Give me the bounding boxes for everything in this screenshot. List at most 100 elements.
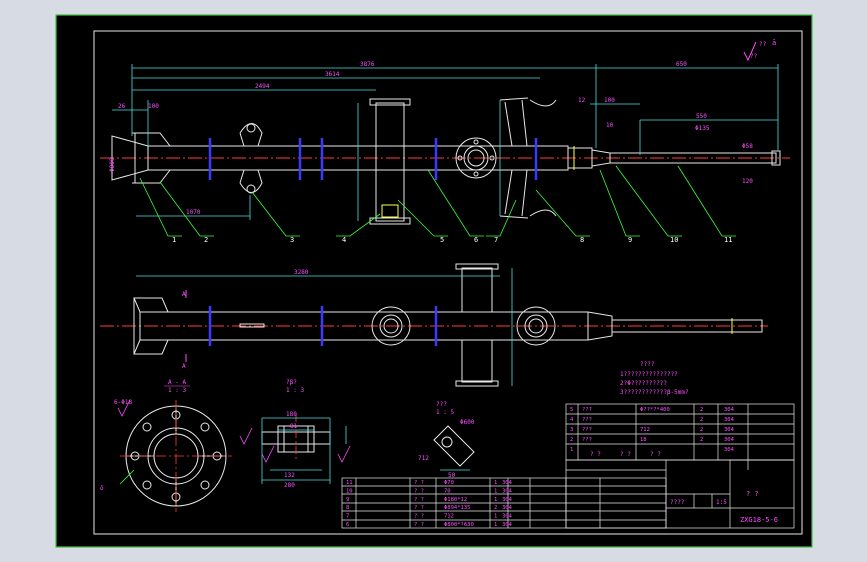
bom-cell: ??? [582,437,592,443]
view2-title: ?β? [286,379,297,386]
dim-81: 81 [290,423,298,430]
part-num-2: 2 [204,236,208,244]
bom-cell: 712 [640,427,650,433]
roughness-symbol: ?? ?? ā [743,39,776,62]
part-num-8: 8 [580,236,584,244]
dim-phi135: Φ135 [695,125,710,132]
title-r1: ? ? [590,451,601,458]
curved-outlet [504,99,557,217]
part-num-9: 9 [628,236,632,244]
bom-table-right [565,403,795,461]
bom-cell: 304 [724,447,735,453]
bom-cell: 304 [502,480,513,486]
bom-cell: ? ? [414,505,424,511]
title-scale: 1:5 [716,499,727,506]
bom-cell: 1 [494,497,497,503]
bom-cell: 3 [570,427,573,433]
dim-120: 120 [742,178,753,185]
plan-flange-right [516,306,556,346]
dim-100b: 100 [604,97,615,104]
bom-cell: 9 [346,497,349,503]
view3-scale: 1 : 5 [436,409,454,416]
bom-cell: 7 [346,514,349,520]
bom-cell: 304 [724,407,735,413]
bom-cell: 1 [570,447,573,453]
bom-cell: 1 [494,480,497,486]
bom-cell: 2 [700,407,703,413]
bom-cell: 1 [494,514,497,520]
bom-cell: ? ? [414,480,424,486]
technical-notes: ???? 1??????????????? 2?Φ?????????? 3???… [620,361,689,396]
bom-cell: 18 [640,437,647,443]
bom-cell: Φ70 [444,480,454,486]
view2-scale: 1 : 3 [286,387,304,394]
part-leaders [139,165,736,237]
bom-cell: 2 [700,437,703,443]
dim-phi800: Φ800 [109,157,116,172]
dim-2494: 2494 [255,83,270,90]
drawing-paper [56,15,812,547]
bom-cell: 304 [724,437,735,443]
bom-cell: ? ? [414,514,424,520]
outer-frame [55,14,813,548]
corner-ra-text: ?? [750,53,758,60]
bom-cell: ? ? [414,497,424,503]
left-inlet-cone [111,135,149,181]
plan-pipe [139,311,589,341]
bom-cell: 8 [346,505,349,511]
bom-cell: 1 [494,522,497,528]
svg-text:ā: ā [772,39,776,47]
notes-line-3: 3????????????β-5mm? [620,389,689,396]
part-num-6: 6 [474,236,478,244]
dim-132: 132 [284,472,295,479]
plan-view [100,263,768,387]
drawing-number: ZXG18-5-6 [740,516,778,524]
dim-280: 280 [284,482,295,489]
part-num-5: 5 [440,236,444,244]
bom-cell: 304 [502,522,513,528]
bom-cell: 10 [346,488,353,494]
bom-table-bottom [341,477,667,529]
bom-cell: 2 [700,427,703,433]
bom-cell: 11 [346,480,353,486]
dim-100: 100 [148,103,159,110]
bom-cell: ??? [582,427,592,433]
bom-cell: 1 [494,488,497,494]
svg-text:6-Φ18: 6-Φ18 [114,399,132,406]
dim-26: 26 [118,103,126,110]
bom-cell: 304 [502,505,513,511]
bom-cell: 2 [494,505,497,511]
flange-section-view: ?β? 1 : 3 180 81 132 280 [239,379,351,489]
bom-cell: Φ894*135 [444,505,471,511]
part-num-3: 3 [290,236,294,244]
notes-line-2: 2?Φ?????????? [620,380,667,387]
title-qty-label: ???? [670,499,685,506]
small-detail-view: ??? 1 : 5 50 712 Φ600 [418,401,475,479]
dim-12: 12 [578,97,586,104]
bom-cell: 304 [502,497,513,503]
main-view [100,97,790,225]
dim-10: 10 [606,122,614,129]
bom-cell: ? ? [414,488,424,494]
bom-cell: 2 [570,437,573,443]
bom-cell: 70 [444,488,451,494]
part-num-1: 1 [172,236,176,244]
dim-180: 180 [286,411,297,418]
section-aa-view: A - A 1 : 3 6-Φ18 ō [100,379,232,512]
section-aa-scale: 1 : 3 [168,387,186,394]
part-num-4: 4 [342,236,346,244]
bom-cell: 5 [570,407,573,413]
bom-cell: 712 [444,514,454,520]
bom-cell: 6 [346,522,349,528]
bom-cell: ??? [582,407,592,413]
vertical-tee [375,102,405,222]
bom-cell: 304 [724,417,735,423]
outlet-pipe [609,152,777,164]
bom-cell: Φ180*12 [444,497,467,503]
dim-3876: 3876 [360,61,375,68]
bom-cell: ? ? [414,522,424,528]
dim-650: 650 [676,61,687,68]
dim-50: 50 [448,472,456,479]
